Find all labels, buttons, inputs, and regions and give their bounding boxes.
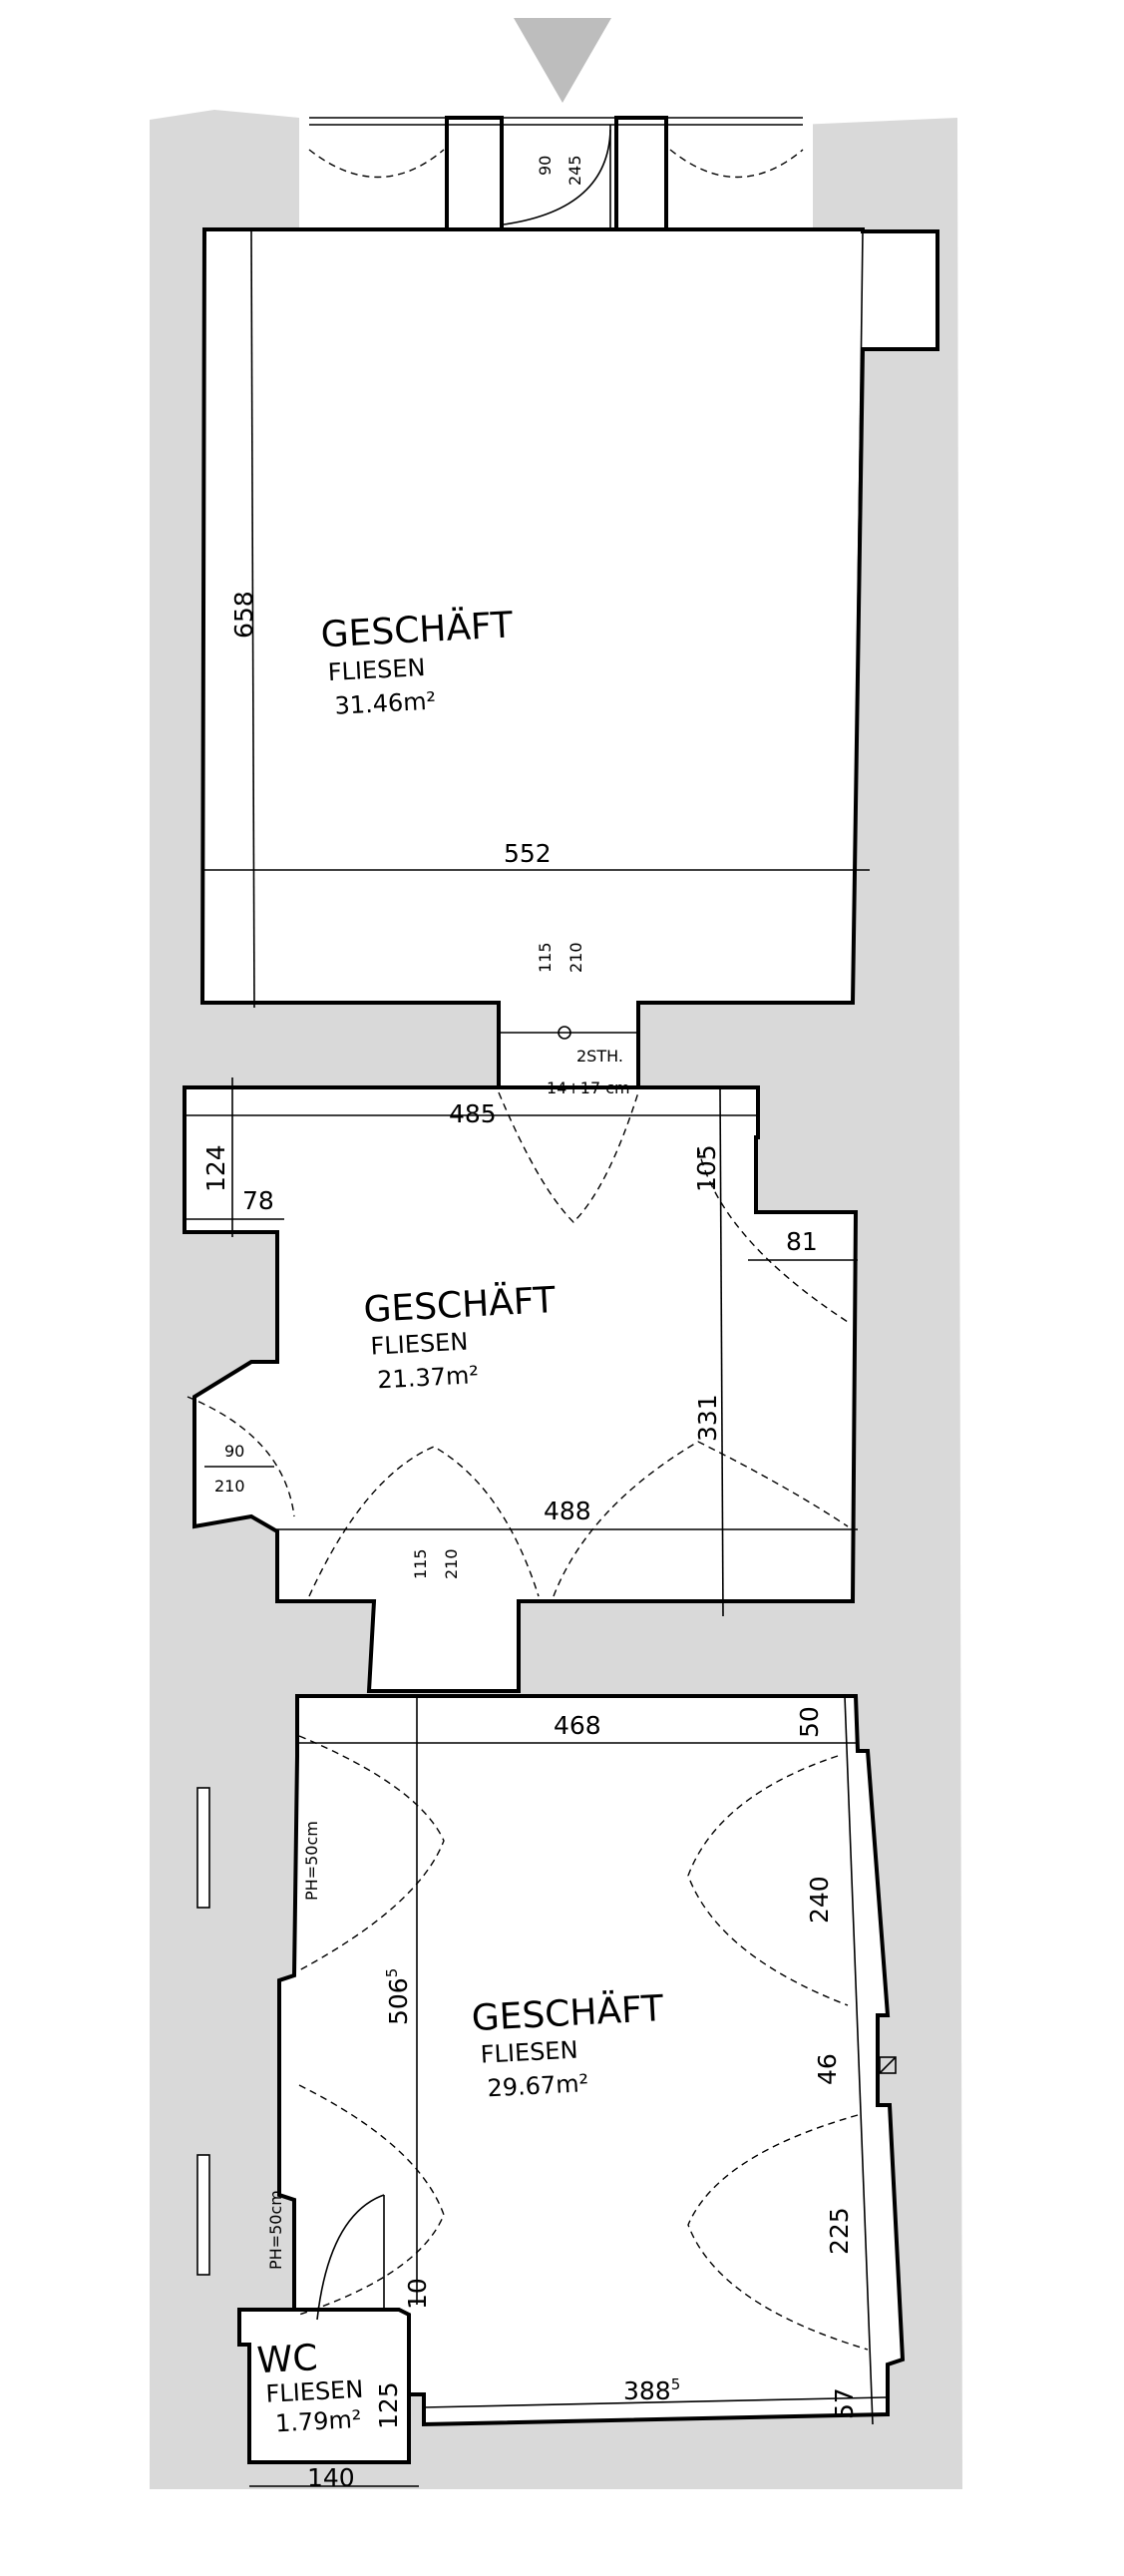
- room1-area: 31.46m²: [334, 686, 437, 719]
- door-swing-room2-bottom-right: [553, 1441, 849, 1597]
- dim-room3-height-sup: 5: [383, 1968, 401, 1978]
- dim-wc-height: 125: [374, 2381, 403, 2429]
- room2-walls: [183, 1085, 859, 1693]
- dim-room2-bottom-width: 488: [544, 1497, 591, 1525]
- dim-wc-width: 140: [307, 2463, 355, 2492]
- dim-pier: 46: [813, 2053, 842, 2085]
- window-niche-upper: [196, 1787, 210, 1909]
- dim-room3-bottom-width-main: 388: [623, 2376, 671, 2405]
- dim-door1-w: 115: [536, 942, 555, 973]
- dim-side-door-h: 210: [214, 1477, 245, 1496]
- dim-door1-h: 210: [566, 942, 585, 973]
- room3-right-dim: [844, 1695, 874, 2425]
- steps-marker-icon: [558, 1026, 571, 1040]
- dim-room1-height: 658: [229, 591, 258, 639]
- wc-walls: [237, 2308, 411, 2464]
- dim-side-door-w: 90: [224, 1442, 244, 1461]
- window-swing-upper-right: [687, 1755, 849, 2006]
- dim-room3-height-main: 506: [384, 1977, 413, 2025]
- dim-window-upper: 240: [805, 1876, 834, 1924]
- steps-count: 2STH.: [576, 1047, 623, 1066]
- entrance-gap: [299, 118, 813, 229]
- entrance-pillar-right: [614, 116, 668, 231]
- room1-label: GESCHÄFT FLIESEN 31.46m²: [320, 604, 515, 719]
- room3-name: GESCHÄFT: [471, 1987, 665, 2039]
- dim-room3-bottom-width-sup: 5: [671, 2375, 681, 2393]
- wc-label: WC FLIESEN 1.79m²: [256, 2338, 364, 2437]
- dim-niche-width: 78: [242, 1186, 274, 1215]
- entrance-door-swing-left: [308, 149, 445, 179]
- dim-room3-bottom-width: 3885: [623, 2375, 680, 2405]
- window-swing-lower-right: [687, 2114, 869, 2351]
- dim-parapet-upper: PH=50cm: [302, 1821, 321, 1901]
- dim-right-recess-w: 81: [786, 1227, 818, 1256]
- wc-area: 1.79m²: [274, 2405, 362, 2437]
- dim-room1-width: 552: [504, 839, 552, 868]
- entrance-arrow-icon: [514, 18, 611, 103]
- dim-door2-h: 210: [442, 1548, 461, 1579]
- dim-door2-w: 115: [411, 1548, 430, 1579]
- room1-name: GESCHÄFT: [320, 604, 515, 655]
- wc-door-swing: [316, 2194, 385, 2321]
- room2-label: GESCHÄFT FLIESEN 21.37m²: [363, 1279, 558, 1394]
- room2-name: GESCHÄFT: [363, 1279, 558, 1331]
- door-swing-room2-left: [187, 1396, 295, 1517]
- dim-room3-top-width: 468: [554, 1711, 601, 1740]
- door-swing-room2-top: [498, 1091, 639, 1223]
- room3-walls: [277, 1694, 906, 2427]
- shaft-symbol-diagonal: [879, 2056, 897, 2074]
- dim-wc-gap: 10: [403, 2278, 432, 2310]
- entrance-pillar-left: [445, 116, 504, 231]
- room2-area: 21.37m²: [377, 1361, 480, 1394]
- room2-dim-line-vert: [719, 1088, 724, 1617]
- dim-room2-height: 331: [693, 1394, 722, 1442]
- wc-name: WC: [256, 2338, 319, 2381]
- room3-area: 29.67m²: [487, 2069, 589, 2102]
- window-niche-lower: [196, 2154, 210, 2276]
- dim-room3-corner: 50: [795, 1706, 824, 1738]
- entrance-door-swing-right: [669, 149, 804, 179]
- dim-room2-top-width: 485: [449, 1099, 497, 1128]
- room1-floor: FLIESEN: [327, 653, 426, 686]
- shaft-symbol-icon: [879, 2056, 897, 2074]
- room1-dim-line-vert: [250, 230, 255, 1009]
- wc-floor: FLIESEN: [265, 2375, 364, 2408]
- dim-room3-height: 5065: [383, 1968, 413, 2025]
- dim-room3-bottom-corner: 57: [830, 2387, 859, 2419]
- window-swing-lower-left: [298, 2084, 445, 2316]
- door-swing-room2-bottom-left: [308, 1446, 540, 1597]
- dim-niche-depth: 124: [201, 1144, 230, 1192]
- room2-floor: FLIESEN: [370, 1328, 469, 1361]
- window-swing-upper-left: [298, 1735, 445, 1971]
- room3-dim-line-bottom: [423, 2396, 887, 2408]
- dim-entrance-h: 245: [565, 155, 584, 186]
- steps-size: 14+17 cm: [547, 1078, 630, 1097]
- dim-parapet-lower: PH=50cm: [266, 2190, 285, 2270]
- door-swing-room2-right: [697, 1146, 849, 1323]
- room3-label: GESCHÄFT FLIESEN 29.67m²: [471, 1987, 665, 2102]
- dim-right-recess-h: 105: [692, 1144, 721, 1192]
- entrance-door-arc: [503, 129, 611, 225]
- room3-floor: FLIESEN: [480, 2036, 578, 2069]
- dim-entrance-w: 90: [536, 156, 555, 176]
- dim-window-lower: 225: [825, 2207, 854, 2255]
